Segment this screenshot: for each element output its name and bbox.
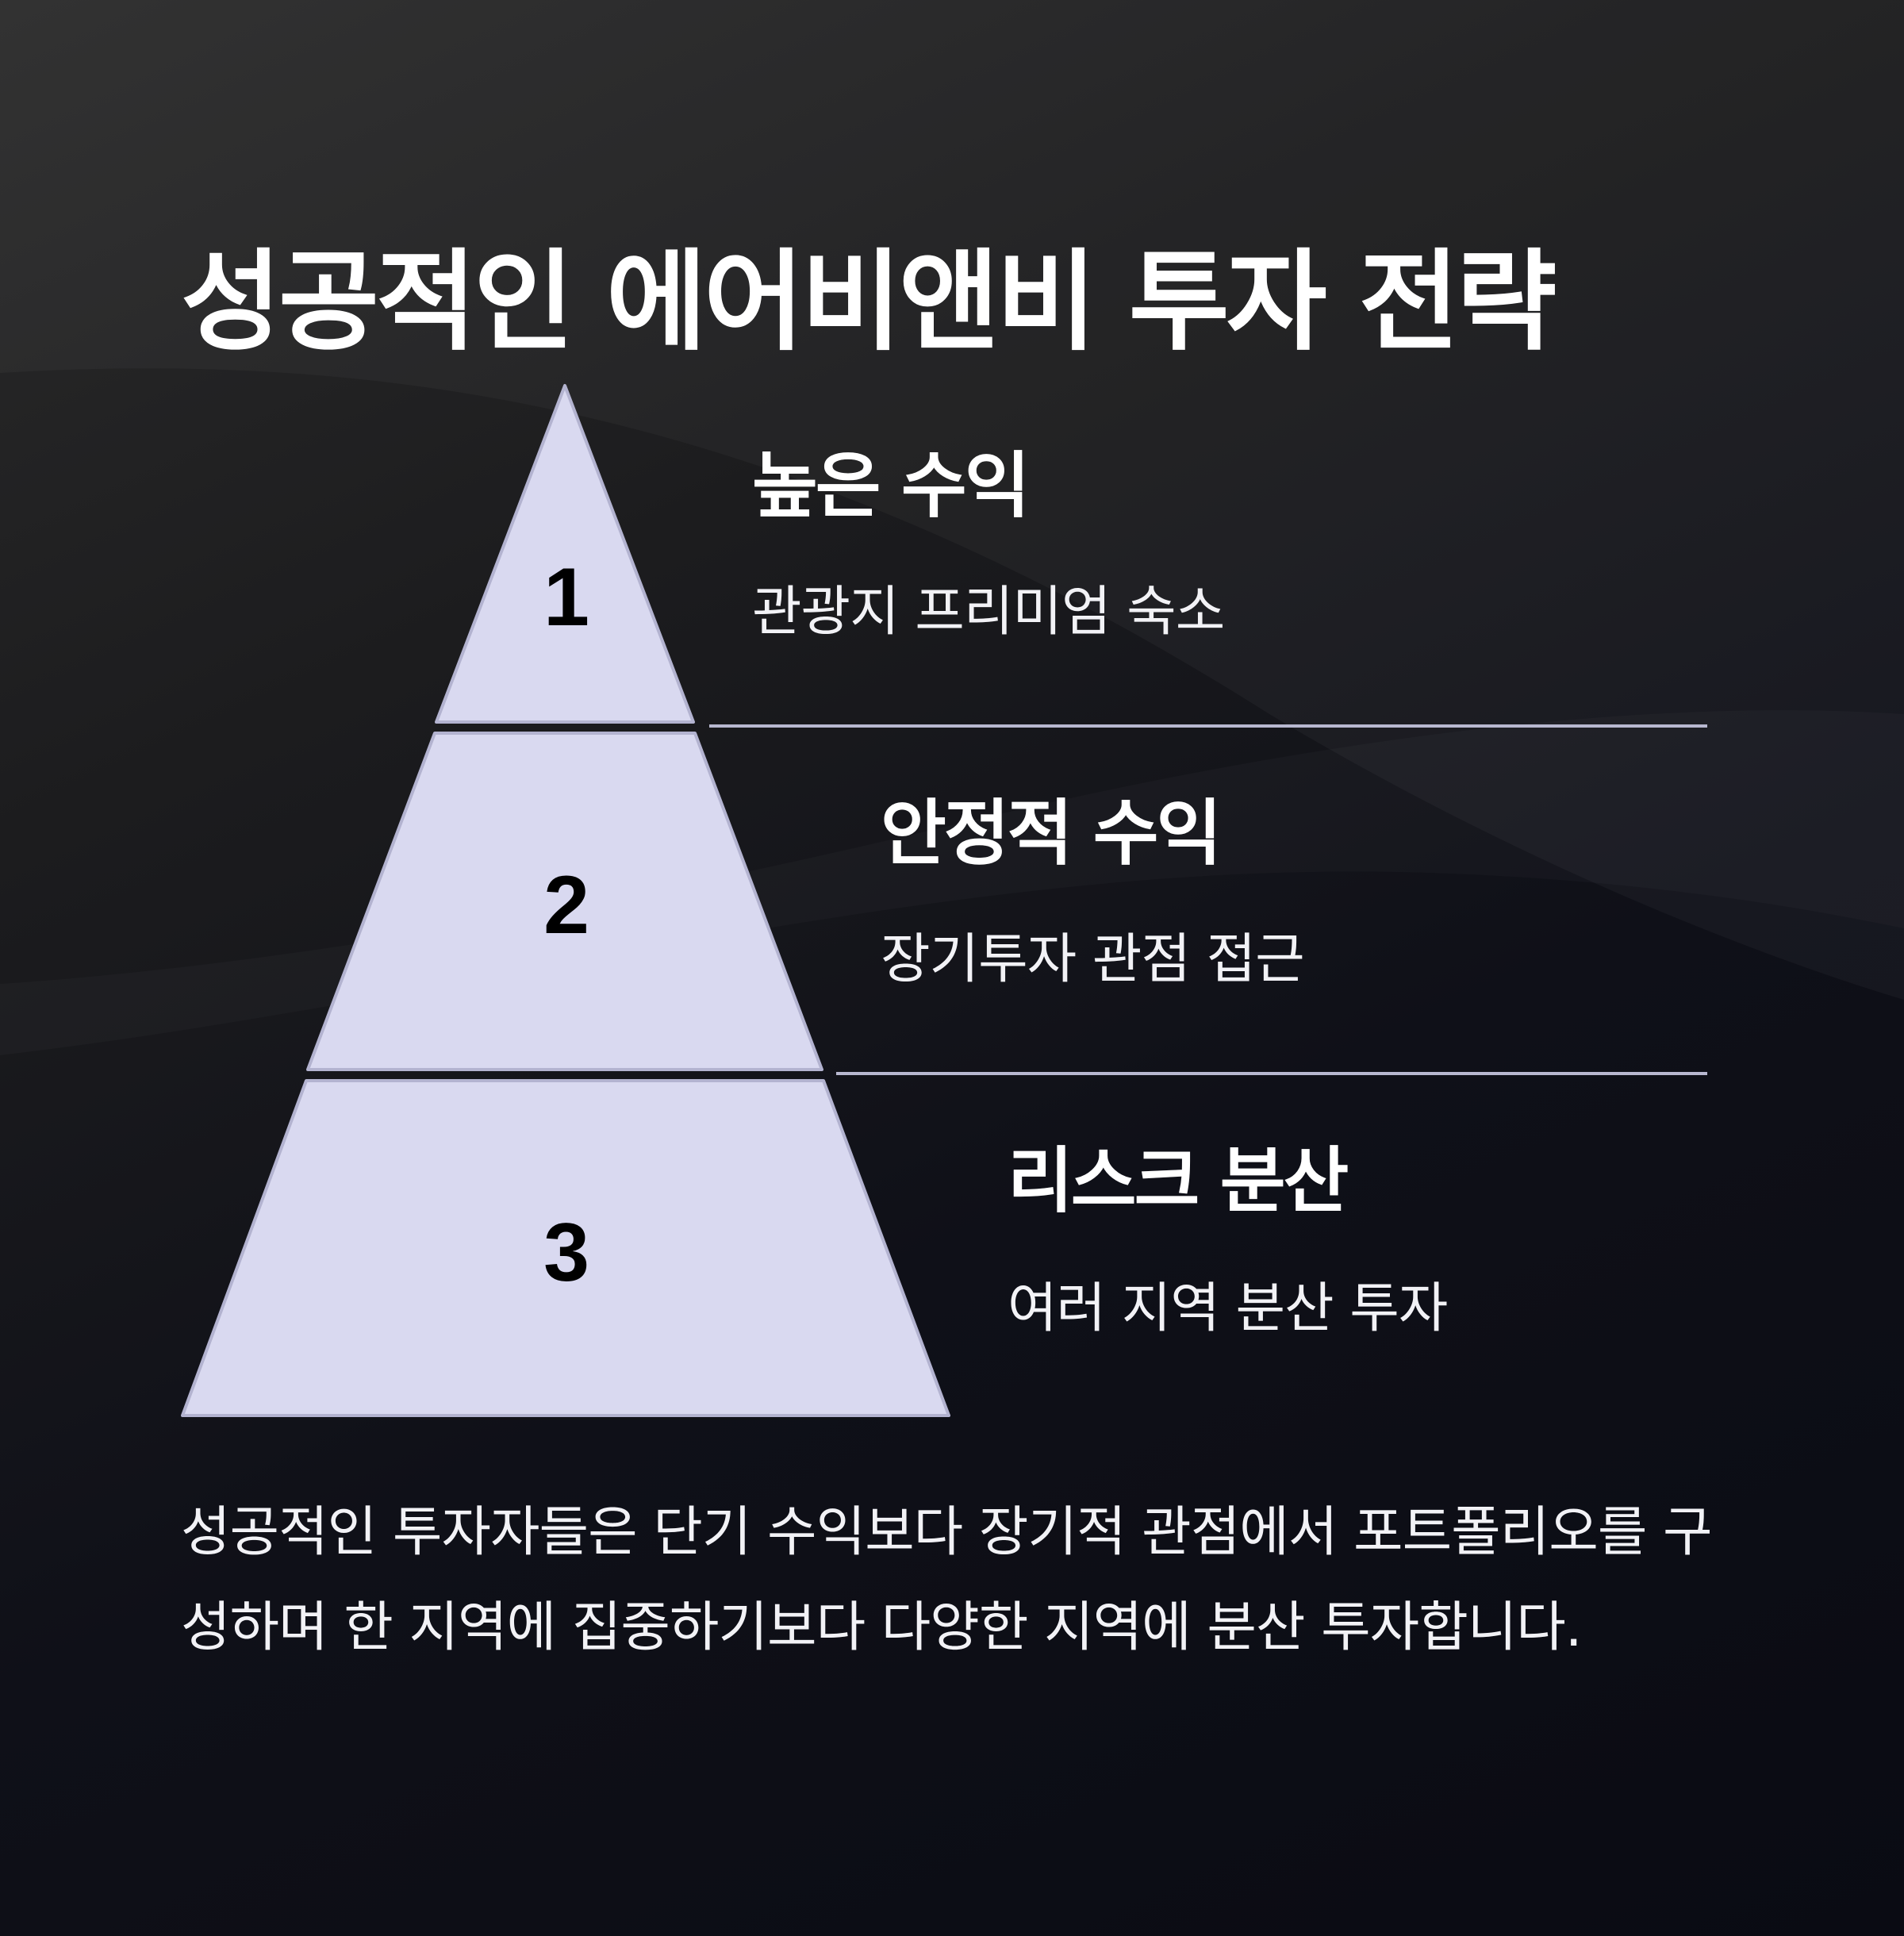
tier-2-shape bbox=[306, 732, 823, 1071]
tier-1-number: 1 bbox=[543, 551, 589, 643]
tier-3-number: 3 bbox=[543, 1207, 589, 1299]
tier-1-shape bbox=[435, 384, 695, 724]
tier-3-description: 여러 지역 분산 투자 bbox=[1008, 1277, 1448, 1340]
tier-1-description: 관광지 프리미엄 숙소 bbox=[752, 581, 1225, 643]
tier-2-number: 2 bbox=[543, 859, 589, 951]
page-title: 성공적인 에어비앤비 투자 전략 bbox=[181, 238, 1557, 367]
summary-text: 성공적인 투자자들은 단기 수익보다 장기적 관점에서 포트폴리오를 구성하며 … bbox=[181, 1501, 1713, 1659]
tier-3-heading: 리스크 분산 bbox=[1008, 1139, 1349, 1223]
tier-1-heading: 높은 수익 bbox=[752, 444, 1031, 528]
tier-2-description: 장기투자 관점 접근 bbox=[881, 928, 1305, 991]
tier-2-heading: 안정적 수익 bbox=[881, 792, 1222, 875]
tier-3-shape bbox=[181, 1079, 950, 1417]
